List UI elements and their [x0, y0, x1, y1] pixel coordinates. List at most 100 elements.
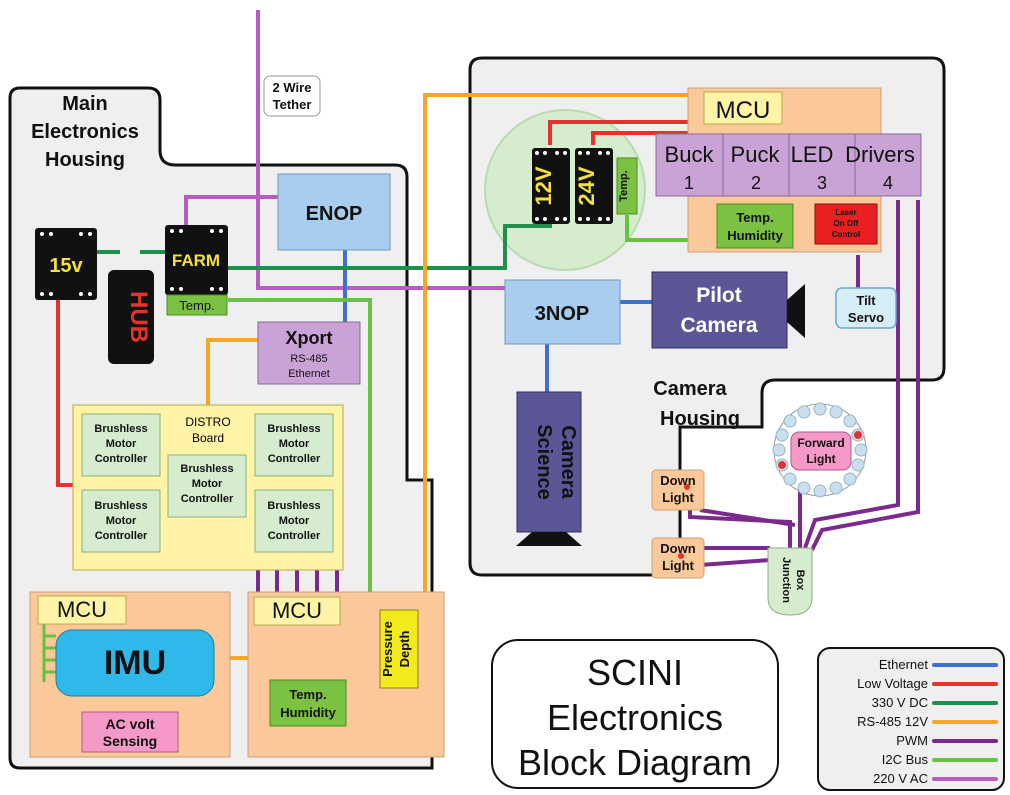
- main-housing-line3: Housing: [45, 149, 125, 171]
- camera-temp-humidity-line2: Humidity: [727, 228, 783, 243]
- down-light-1-led-icon: [684, 484, 690, 490]
- tilt-servo-line2: Servo: [848, 310, 884, 325]
- svg-text:Motor: Motor: [192, 478, 223, 490]
- tether-line2: Tether: [273, 97, 312, 112]
- svg-text:Motor: Motor: [106, 438, 137, 450]
- tether-label-box: [263, 75, 321, 117]
- forward-light-line1: Forward: [797, 436, 844, 450]
- down-light-2-line2: Light: [662, 558, 694, 573]
- three-nop: [504, 279, 621, 345]
- down-light-2-led-icon: [678, 553, 684, 559]
- ac-volt-sensing: [81, 711, 179, 753]
- main-temp-humidity-line1: Temp.: [289, 687, 326, 702]
- driver-box-1: [655, 133, 724, 197]
- bmc-4: [254, 413, 334, 477]
- svg-text:Motor: Motor: [279, 515, 310, 527]
- main-temp-humidity-line2: Humidity: [280, 705, 336, 720]
- driver-num-2: 2: [751, 173, 761, 193]
- laser-line2: On Off: [834, 219, 859, 228]
- svg-text:HUB: HUB: [125, 291, 152, 343]
- down-light-2-line1: Down: [660, 541, 695, 556]
- legend-label: Low Voltage: [857, 676, 928, 691]
- driver-num-1: 1: [684, 173, 694, 193]
- legend-label: 220 V AC: [873, 771, 928, 786]
- driver-box-4: [854, 133, 922, 197]
- camera-housing-line2: Housing: [660, 408, 740, 430]
- svg-text:Brushless: Brushless: [180, 463, 233, 475]
- title-line3: Block Diagram: [518, 742, 752, 783]
- svg-text:Controller: Controller: [95, 453, 148, 465]
- imu: [55, 629, 215, 697]
- svg-text:Brushless: Brushless: [267, 423, 320, 435]
- title-line2: Electronics: [547, 697, 723, 738]
- driver-name-3: LED: [791, 142, 834, 167]
- camera-temp-sensor: [616, 157, 638, 215]
- svg-text:15v: 15v: [49, 255, 83, 277]
- svg-text:Controller: Controller: [268, 530, 321, 542]
- camera-temp-humidity: [716, 203, 794, 249]
- legend-label: I2C Bus: [882, 752, 929, 767]
- driver-name-1: Buck: [665, 142, 715, 167]
- svg-text:Brushless: Brushless: [267, 500, 320, 512]
- laser-line1: Laser: [835, 208, 856, 217]
- svg-text:Controller: Controller: [181, 493, 234, 505]
- science-camera-line2: Camera: [557, 425, 579, 499]
- xport-line1: Xport: [286, 328, 333, 348]
- main-mcu-box: [253, 596, 341, 626]
- camera-housing-line1: Camera: [653, 378, 727, 400]
- drivers-group: Buck Puck LED Drivers 1 2 3 4: [655, 133, 922, 197]
- tether-line1: 2 Wire: [273, 80, 312, 95]
- chip-24v: 24V: [574, 148, 613, 224]
- driver-num-4: 4: [883, 173, 893, 193]
- junction-line2: Box: [794, 570, 806, 592]
- bmc-3: [167, 454, 247, 518]
- imu-label: IMU: [104, 644, 166, 682]
- svg-text:FARM: FARM: [172, 251, 220, 270]
- svg-text:Motor: Motor: [279, 438, 310, 450]
- down-light-1-line2: Light: [662, 490, 694, 505]
- pressure-depth: [379, 609, 419, 689]
- main-temp-label: Temp.: [179, 298, 214, 313]
- forward-light-ring: [772, 402, 868, 498]
- driver-name-2: Puck: [731, 142, 781, 167]
- driver-box-2: [722, 133, 790, 197]
- enop: [277, 173, 391, 251]
- bmc-2: [81, 489, 161, 553]
- science-camera: [516, 391, 582, 533]
- main-housing-line1: Main: [62, 93, 108, 115]
- xport-line2: RS-485: [290, 353, 327, 365]
- science-camera-line1: Science: [533, 424, 555, 500]
- distro-line1: DISTRO: [185, 415, 230, 429]
- svg-text:Controller: Controller: [95, 530, 148, 542]
- science-camera-lens-icon: [516, 532, 582, 546]
- chip-farm: FARM: [165, 225, 228, 295]
- camera-mcu-label-box: [703, 91, 783, 125]
- forward-light-line2: Light: [806, 452, 835, 466]
- title-line1: SCINI: [587, 652, 683, 693]
- diagram-title-box: [491, 639, 779, 789]
- imu-mcu-label: MCU: [57, 597, 107, 622]
- driver-box-3: [788, 133, 856, 197]
- pilot-camera-lens-icon: [787, 284, 805, 338]
- pilot-camera-line2: Camera: [680, 314, 757, 337]
- tilt-servo: [835, 287, 897, 329]
- legend-label: Ethernet: [879, 657, 929, 672]
- svg-text:Brushless: Brushless: [94, 500, 147, 512]
- junction-line1: Junction: [780, 557, 792, 603]
- down-light-1-line1: Down: [660, 473, 695, 488]
- hub: HUB: [108, 270, 154, 364]
- tilt-servo-line1: Tilt: [856, 293, 876, 308]
- chip-12v: 12V: [531, 148, 570, 224]
- legend-label: 330 V DC: [872, 695, 928, 710]
- chip-15v: 15v: [35, 228, 97, 300]
- laser-control: [814, 203, 878, 245]
- forward-light: [790, 431, 852, 471]
- junction-box: [767, 547, 813, 616]
- imu-pins: [42, 624, 56, 682]
- pressure-line: Pressure: [380, 621, 395, 677]
- svg-text:24V: 24V: [574, 166, 599, 205]
- main-mcu-label: MCU: [272, 598, 322, 623]
- ac-volt-line2: Sensing: [103, 733, 157, 749]
- bmc-1: [81, 413, 161, 477]
